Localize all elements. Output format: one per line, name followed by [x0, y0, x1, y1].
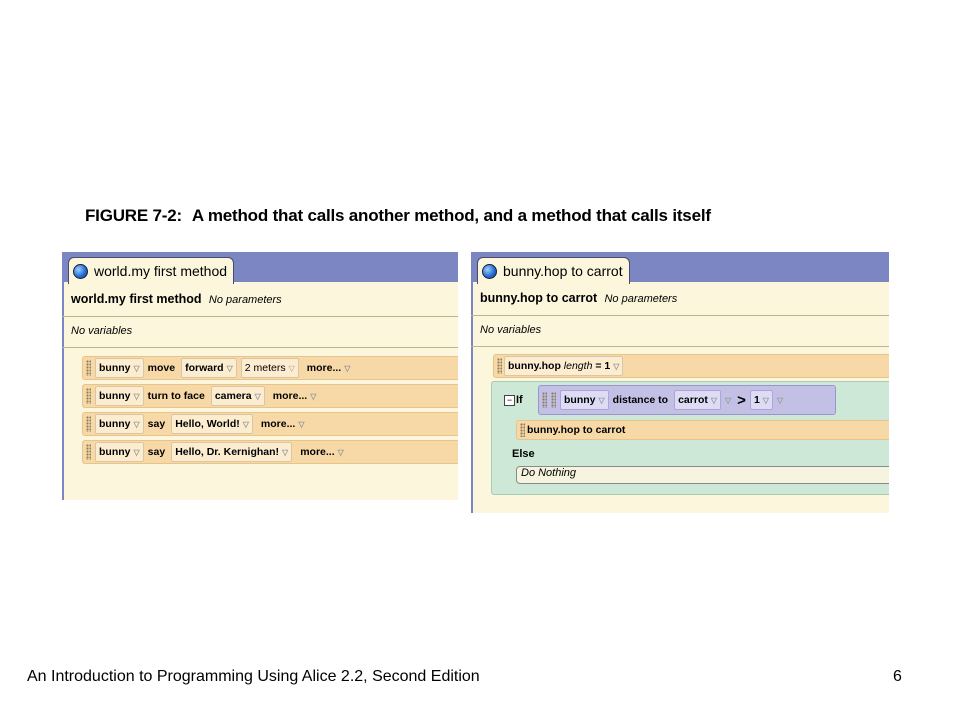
- statement-bunny-hop[interactable]: bunny.hop length = 1▽: [493, 354, 889, 378]
- if-label: If: [516, 394, 523, 406]
- method-verb: move: [147, 362, 176, 374]
- hop-call[interactable]: bunny.hop length = 1▽: [504, 356, 624, 376]
- object-dropdown[interactable]: bunny▽: [560, 390, 609, 410]
- tab-label: world.my first method: [94, 263, 228, 279]
- variables-label: No variables: [71, 325, 133, 337]
- chevron-down-icon[interactable]: ▽: [725, 395, 732, 405]
- more-dropdown[interactable]: more...▽: [260, 418, 305, 430]
- divider: [471, 346, 889, 347]
- tab-label: bunny.hop to carrot: [503, 263, 623, 279]
- do-nothing-slot[interactable]: Do Nothing: [516, 466, 889, 484]
- variables-label: No variables: [480, 324, 542, 336]
- right-method-editor: bunny.hop to carrot bunny.hop to carrot …: [471, 252, 889, 513]
- statement-bunny-say-hello-world[interactable]: bunny▽ say Hello, World!▽ more...▽: [82, 412, 458, 436]
- drag-grip-icon[interactable]: [551, 392, 556, 408]
- text-dropdown[interactable]: Hello, Dr. Kernighan!▽: [171, 442, 293, 462]
- if-condition[interactable]: bunny▽ distance to carrot▽ ▽ > 1▽ ▽: [538, 385, 836, 415]
- footer-title: An Introduction to Programming Using Ali…: [27, 668, 480, 685]
- drag-grip-icon[interactable]: [86, 444, 91, 460]
- target-dropdown[interactable]: carrot▽: [674, 390, 722, 410]
- drag-grip-icon[interactable]: [86, 388, 91, 404]
- object-dropdown[interactable]: bunny▽: [95, 414, 144, 434]
- object-dropdown[interactable]: bunny▽: [95, 442, 144, 462]
- if-else-block[interactable]: − If bunny▽ distance to carrot▽ ▽ > 1▽ ▽…: [491, 381, 889, 495]
- method-verb: say: [147, 418, 166, 430]
- tab-bunny-hop-to-carrot[interactable]: bunny.hop to carrot: [477, 257, 630, 284]
- page-number: 6: [893, 668, 902, 685]
- globe-icon: [73, 263, 88, 279]
- else-label: Else: [512, 448, 535, 460]
- method-name: bunny.hop to carrot: [480, 291, 598, 305]
- statement-bunny-hop-to-carrot[interactable]: bunny.hop to carrot: [516, 420, 889, 440]
- statement-bunny-move[interactable]: bunny▽ move forward▽ 2 meters▽ more...▽: [82, 356, 458, 380]
- recursive-call: bunny.hop to carrot: [527, 424, 626, 436]
- divider: [62, 316, 458, 317]
- more-dropdown[interactable]: more...▽: [306, 362, 351, 374]
- object-dropdown[interactable]: bunny▽: [95, 386, 144, 406]
- method-verb: turn to face: [147, 390, 205, 402]
- more-dropdown[interactable]: more...▽: [272, 390, 317, 402]
- method-name: world.my first method: [71, 292, 202, 306]
- text-dropdown[interactable]: Hello, World!▽: [171, 414, 253, 434]
- method-header: world.my first method No parameters: [71, 292, 458, 306]
- drag-grip-icon[interactable]: [542, 392, 547, 408]
- left-method-editor: world.my first method world.my first met…: [62, 252, 458, 500]
- figure-caption-text: A method that calls another method, and …: [191, 206, 711, 225]
- drag-grip-icon[interactable]: [86, 416, 91, 432]
- collapse-icon[interactable]: −: [504, 395, 515, 406]
- object-dropdown[interactable]: bunny▽: [95, 358, 144, 378]
- method-params: No parameters: [604, 293, 678, 305]
- function-name: distance to: [612, 394, 669, 406]
- operator: >: [737, 391, 746, 409]
- figure-caption: FIGURE 7-2: A method that calls another …: [85, 206, 711, 226]
- drag-grip-icon[interactable]: [520, 423, 525, 437]
- statement-bunny-say-hello-kernighan[interactable]: bunny▽ say Hello, Dr. Kernighan!▽ more..…: [82, 440, 458, 464]
- method-params: No parameters: [208, 294, 282, 306]
- value-dropdown[interactable]: 1▽: [749, 390, 773, 410]
- statement-bunny-turn-to-face[interactable]: bunny▽ turn to face camera▽ more...▽: [82, 384, 458, 408]
- more-dropdown[interactable]: more...▽: [300, 446, 344, 458]
- direction-dropdown[interactable]: forward▽: [181, 358, 237, 378]
- tab-world-my-first-method[interactable]: world.my first method: [68, 257, 235, 284]
- method-header: bunny.hop to carrot No parameters: [480, 291, 889, 305]
- divider: [471, 315, 889, 316]
- chevron-down-icon[interactable]: ▽: [776, 395, 784, 405]
- method-verb: say: [147, 446, 166, 458]
- divider: [62, 347, 458, 348]
- drag-grip-icon[interactable]: [86, 360, 91, 376]
- globe-icon: [482, 263, 497, 279]
- drag-grip-icon[interactable]: [497, 358, 502, 374]
- target-dropdown[interactable]: camera▽: [210, 386, 265, 406]
- amount-dropdown[interactable]: 2 meters▽: [240, 358, 299, 378]
- figure-number: FIGURE 7-2:: [85, 206, 182, 225]
